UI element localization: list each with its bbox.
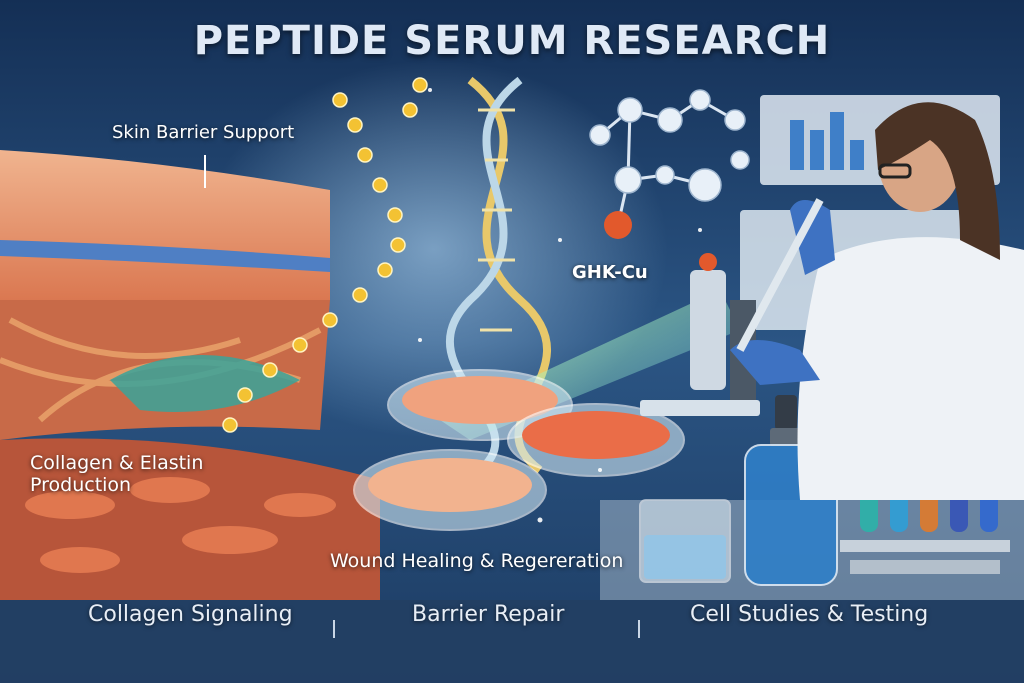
monitor-bars [790, 112, 864, 170]
footer-barrier-repair: Barrier Repair [412, 602, 565, 627]
footer-divider [333, 620, 335, 638]
skin-blue-layer [0, 240, 330, 272]
fibroblast-cells [25, 477, 336, 573]
petri-dish-2 [507, 403, 685, 477]
footer-band [0, 600, 1024, 683]
label-ghk-cu: GHK-Cu [572, 262, 648, 283]
skin-epidermis [0, 150, 330, 310]
footer-cell-studies: Cell Studies & Testing [690, 602, 929, 627]
scientist [730, 102, 1024, 500]
page-title: PEPTIDE SERUM RESEARCH [193, 18, 831, 64]
label-collagen-line2: Production [30, 474, 132, 496]
elastin-fibers [110, 355, 300, 412]
microscope [640, 253, 760, 416]
peptide-chain [222, 77, 428, 433]
footer-collagen-signaling: Collagen Signaling [88, 602, 293, 627]
sparkles [418, 88, 702, 523]
label-skin-barrier: Skin Barrier Support [112, 122, 295, 143]
label-collagen-line1: Collagen & Elastin [30, 452, 204, 474]
label-wound-healing: Wound Healing & Regereration [330, 550, 624, 572]
molecule-atoms [589, 89, 750, 202]
petri-dish-3 [353, 449, 547, 531]
dropper-bottle [744, 395, 838, 586]
beaker [639, 499, 731, 583]
footer-divider [638, 620, 640, 638]
copper-atom [604, 211, 632, 239]
